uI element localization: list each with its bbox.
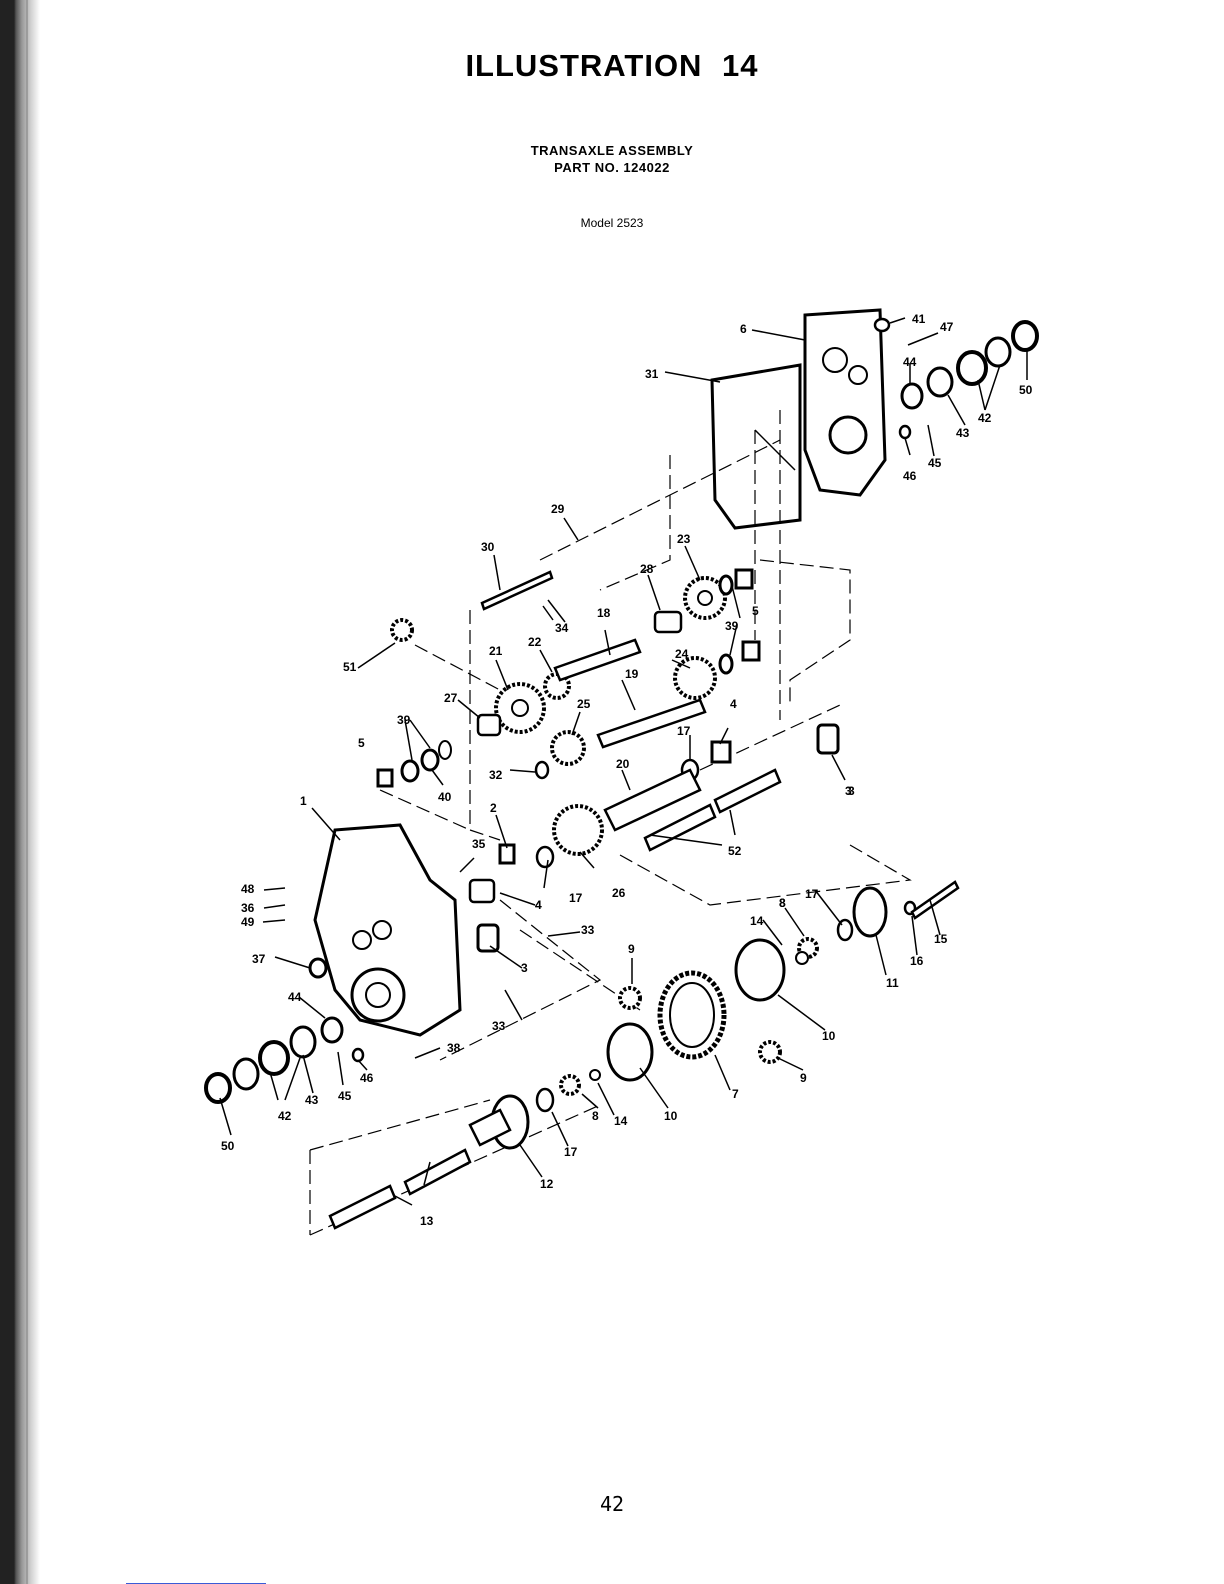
callout: 28 [640,562,654,576]
callout: 44 [288,990,302,1004]
callout: 50 [1019,383,1033,397]
callout: 33 [581,923,595,937]
callout: 45 [338,1089,352,1103]
callout: 23 [677,532,691,546]
callout: 42 [278,1109,292,1123]
callout: 35 [472,837,486,851]
callout: 32 [489,768,503,782]
left-transaxle-case [315,825,460,1035]
callout: 14 [750,914,764,928]
callout: 15 [934,932,948,946]
callout: 50 [221,1139,235,1153]
callout: 19 [625,667,639,681]
callout: 45 [928,456,942,470]
callout: 31 [645,367,659,381]
callout: 14 [614,1114,628,1128]
callout: 6 [740,322,747,336]
callout: 17 [569,891,583,905]
callout: 12 [540,1177,554,1191]
right-case-cover [805,310,885,495]
callout: 4 [535,898,542,912]
callout: 51 [343,660,357,674]
callout: 13 [420,1214,434,1228]
callout: 3 [848,784,855,798]
callout: 8 [592,1109,599,1123]
callout: 44 [903,355,917,369]
callout: 34 [555,621,569,635]
callout: 5 [358,736,365,750]
callout: 20 [616,757,630,771]
callout: 17 [677,724,691,738]
callout: 36 [241,901,255,915]
callout: 39 [725,619,739,633]
callout: 21 [489,644,503,658]
callout: 33 [492,1019,506,1033]
callout: 49 [241,915,255,929]
callout: 30 [481,540,495,554]
callout: 26 [612,886,626,900]
callout: 11 [886,976,899,990]
callout: 2 [490,801,497,815]
callout: 3 [521,961,528,975]
callout: 25 [577,697,591,711]
callout: 10 [822,1029,836,1043]
callout: 46 [903,469,917,483]
gasket [712,365,800,528]
callout: 9 [800,1071,807,1085]
callout: 47 [940,320,954,334]
callout: 41 [912,312,926,326]
callout: 8 [779,896,786,910]
callout: 48 [241,882,255,896]
callout: 38 [447,1041,461,1055]
callout: 46 [360,1071,374,1085]
callout: 37 [252,952,266,966]
callout: 52 [728,844,742,858]
callout: 40 [438,790,452,804]
part-callouts: 1 2 3 3 3 4 4 4 5 5 6 7 8 8 8 9 9 10 10 … [221,312,1033,1228]
callout: 27 [444,691,458,705]
callout: 39 [397,713,411,727]
callout: 7 [732,1087,739,1101]
callout: 22 [528,635,542,649]
callout: 17 [805,887,819,901]
callout: 43 [305,1093,319,1107]
callout: 5 [752,604,759,618]
page-number: 42 [0,1492,1224,1516]
callout: 17 [564,1145,578,1159]
callout: 29 [551,502,565,516]
callout: 10 [664,1109,678,1123]
callout: 42 [978,411,992,425]
callout: 18 [597,606,611,620]
callout: 9 [628,942,635,956]
callout: 16 [910,954,924,968]
callout: 1 [300,794,307,808]
callout: 43 [956,426,970,440]
callout: 4 [730,697,737,711]
callout: 24 [675,647,689,661]
